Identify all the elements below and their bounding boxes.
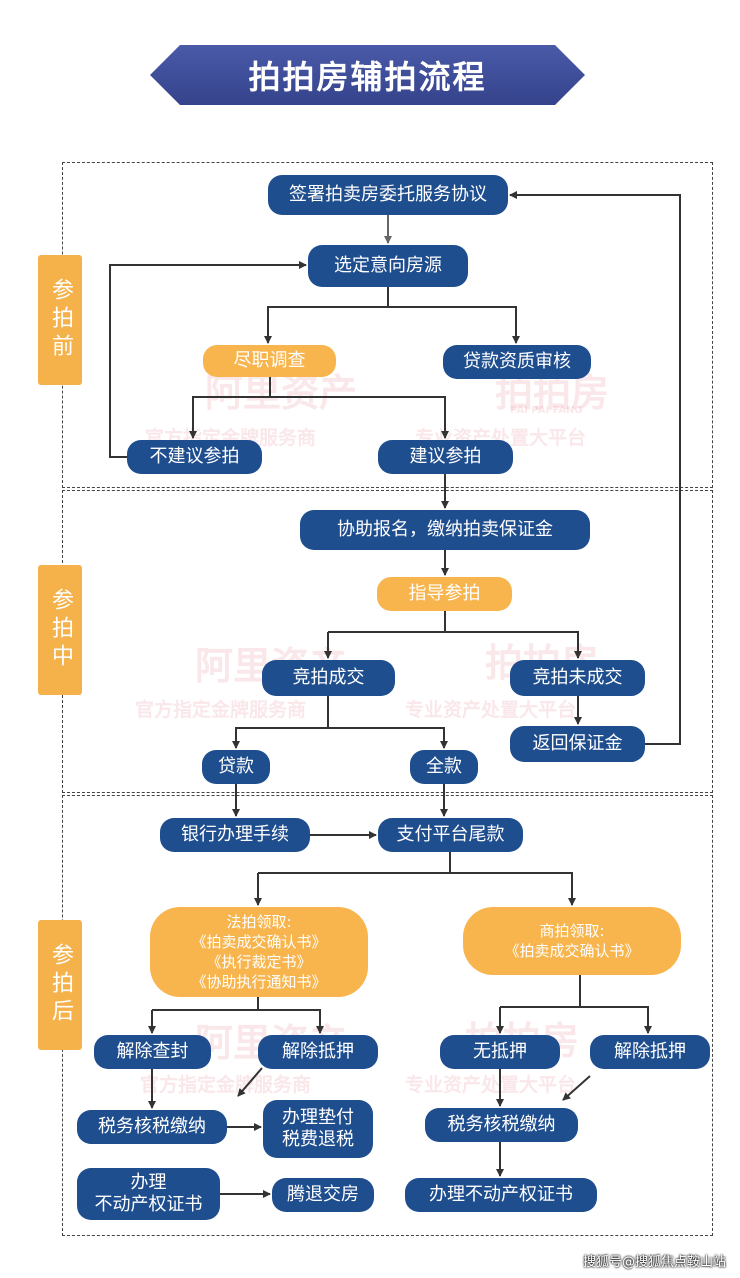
node-property-certificate: 办理不动产权证书: [405, 1178, 597, 1212]
node-loan: 贷款: [202, 750, 270, 784]
stage-label-after: 参拍后: [38, 920, 82, 1050]
node-refund-deposit: 返回保证金: [510, 726, 645, 762]
node-release-mortgage: 解除抵押: [590, 1035, 710, 1069]
node-unseal: 解除查封: [94, 1035, 211, 1069]
node-commercial-auction-docs: 商拍领取: 《拍卖成交确认书》: [463, 907, 681, 975]
node-bank-procedure: 银行办理手续: [160, 818, 310, 852]
node-loan-review: 贷款资质审核: [443, 345, 591, 379]
node-recommend: 建议参拍: [378, 440, 513, 474]
node-court-auction-docs: 法拍领取: 《拍卖成交确认书》 《执行裁定书》 《协助执行通知书》: [150, 907, 368, 997]
node-register-deposit: 协助报名，缴纳拍卖保证金: [300, 510, 590, 550]
node-tax-payment: 税务核税缴纳: [77, 1110, 227, 1144]
node-release-mortgage: 解除抵押: [258, 1035, 378, 1069]
page-title: 拍拍房辅拍流程: [248, 58, 487, 96]
stage-label-before: 参拍前: [38, 255, 82, 385]
node-vacate-handover: 腾退交房: [272, 1178, 374, 1212]
node-advance-tax-refund: 办理垫付 税费退税: [263, 1100, 373, 1158]
node-not-recommend: 不建议参拍: [127, 440, 262, 474]
node-no-deal: 竞拍未成交: [510, 660, 645, 696]
node-deal: 竞拍成交: [262, 660, 395, 696]
node-property-certificate: 办理 不动产权证书: [77, 1168, 220, 1220]
node-due-diligence: 尽职调查: [203, 345, 336, 377]
node-full-payment: 全款: [410, 750, 478, 784]
node-tax-payment: 税务核税缴纳: [425, 1108, 578, 1142]
node-select-property: 选定意向房源: [308, 245, 468, 287]
source-watermark: 搜狐号@搜狐焦点鞍山站: [582, 1255, 726, 1270]
node-guide-bidding: 指导参拍: [377, 577, 512, 611]
title-banner: [150, 45, 585, 105]
node-pay-balance: 支付平台尾款: [378, 818, 523, 852]
node-no-mortgage: 无抵押: [440, 1035, 560, 1069]
stage-label-during: 参拍中: [38, 565, 82, 695]
node-sign-agreement: 签署拍卖房委托服务协议: [268, 175, 508, 215]
